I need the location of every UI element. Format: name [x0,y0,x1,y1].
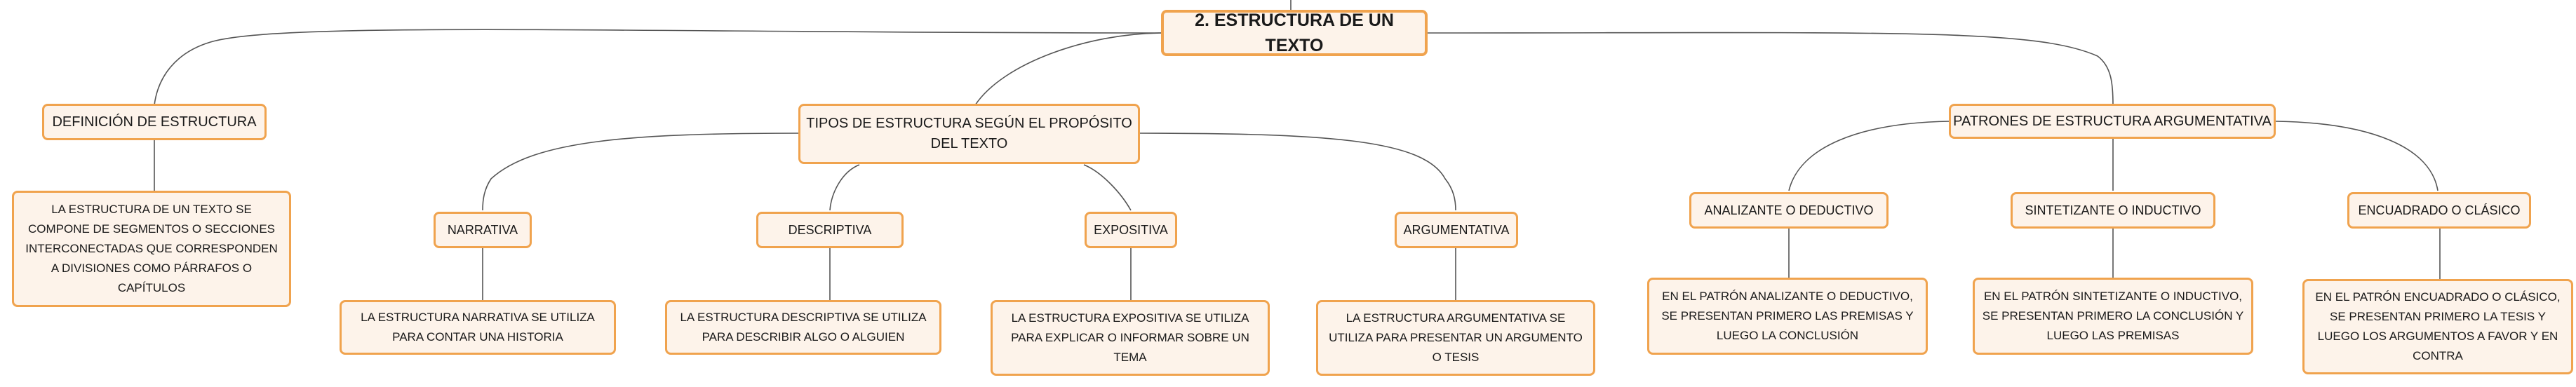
connector-root-tipos [974,32,1162,106]
encuadrado-detail-text: EN EL PATRÓN ENCUADRADO O CLÁSICO, SE PR… [2315,290,2561,363]
narrativa-detail-text: LA ESTRUCTURA NARRATIVA SE UTILIZA PARA … [361,310,595,344]
patron-sintetizante-node[interactable]: SINTETIZANTE O INDUCTIVO [2011,192,2215,229]
definicion-detail[interactable]: LA ESTRUCTURA DE UN TEXTO SE COMPONE DE … [12,191,291,307]
argumentativa-detail[interactable]: LA ESTRUCTURA ARGUMENTATIVA SE UTILIZA P… [1316,300,1595,376]
sintetizante-detail-text: EN EL PATRÓN SINTETIZANTE O INDUCTIVO, S… [1982,289,2244,343]
connector-tipos-expositiva [1083,164,1132,211]
definicion-label: DEFINICIÓN DE ESTRUCTURA [52,114,257,130]
connector-tipos-descriptiva [829,164,860,211]
tipo-descriptiva-label: DESCRIPTIVA [788,222,872,237]
definicion-node[interactable]: DEFINICIÓN DE ESTRUCTURA [42,104,267,140]
root-label: 2. ESTRUCTURA DE UN TEXTO [1195,10,1394,55]
tipo-descriptiva-node[interactable]: DESCRIPTIVA [756,212,904,248]
root-node[interactable]: 2. ESTRUCTURA DE UN TEXTO [1161,10,1428,56]
connector-tipos-argumentativa [1139,133,1456,211]
definicion-detail-text: LA ESTRUCTURA DE UN TEXTO SE COMPONE DE … [25,202,278,295]
patron-encuadrado-label: ENCUADRADO O CLÁSICO [2358,203,2521,217]
connector-patrones-encuadrado [2275,121,2439,191]
tipo-expositiva-label: EXPOSITIVA [1094,222,1168,237]
connector-patrones-analizante [1788,121,1951,191]
tipos-label: TIPOS DE ESTRUCTURA SEGÚN EL PROPÓSITO D… [806,116,1132,151]
encuadrado-detail[interactable]: EN EL PATRÓN ENCUADRADO O CLÁSICO, SE PR… [2302,279,2573,374]
argumentativa-detail-text: LA ESTRUCTURA ARGUMENTATIVA SE UTILIZA P… [1329,311,1583,365]
analizante-detail-text: EN EL PATRÓN ANALIZANTE O DEDUCTIVO, SE … [1661,289,1914,343]
tipo-narrativa-label: NARRATIVA [447,222,518,237]
expositiva-detail[interactable]: LA ESTRUCTURA EXPOSITIVA SE UTILIZA PARA… [991,300,1270,376]
connector-root-patrones [1427,32,2114,106]
patrones-label: PATRONES DE ESTRUCTURA ARGUMENTATIVA [1953,113,2272,129]
patron-sintetizante-label: SINTETIZANTE O INDUCTIVO [2025,203,2201,217]
patron-analizante-node[interactable]: ANALIZANTE O DEDUCTIVO [1689,192,1889,229]
tipos-node[interactable]: TIPOS DE ESTRUCTURA SEGÚN EL PROPÓSITO D… [798,104,1140,164]
expositiva-detail-text: LA ESTRUCTURA EXPOSITIVA SE UTILIZA PARA… [1011,311,1249,365]
narrativa-detail[interactable]: LA ESTRUCTURA NARRATIVA SE UTILIZA PARA … [340,300,616,355]
descriptiva-detail-text: LA ESTRUCTURA DESCRIPTIVA SE UTILIZA PAR… [680,310,927,344]
analizante-detail[interactable]: EN EL PATRÓN ANALIZANTE O DEDUCTIVO, SE … [1647,278,1928,355]
connector-tipos-narrativa [482,133,800,211]
tipo-argumentativa-label: ARGUMENTATIVA [1403,222,1510,237]
patron-encuadrado-node[interactable]: ENCUADRADO O CLÁSICO [2347,192,2531,229]
connector-root-definicion [154,29,1162,106]
patrones-node[interactable]: PATRONES DE ESTRUCTURA ARGUMENTATIVA [1949,104,2276,139]
sintetizante-detail[interactable]: EN EL PATRÓN SINTETIZANTE O INDUCTIVO, S… [1973,278,2253,355]
tipo-narrativa-node[interactable]: NARRATIVA [434,212,532,248]
descriptiva-detail[interactable]: LA ESTRUCTURA DESCRIPTIVA SE UTILIZA PAR… [665,300,941,355]
patron-analizante-label: ANALIZANTE O DEDUCTIVO [1704,203,1874,217]
tipo-argumentativa-node[interactable]: ARGUMENTATIVA [1395,212,1518,248]
tipo-expositiva-node[interactable]: EXPOSITIVA [1085,212,1177,248]
